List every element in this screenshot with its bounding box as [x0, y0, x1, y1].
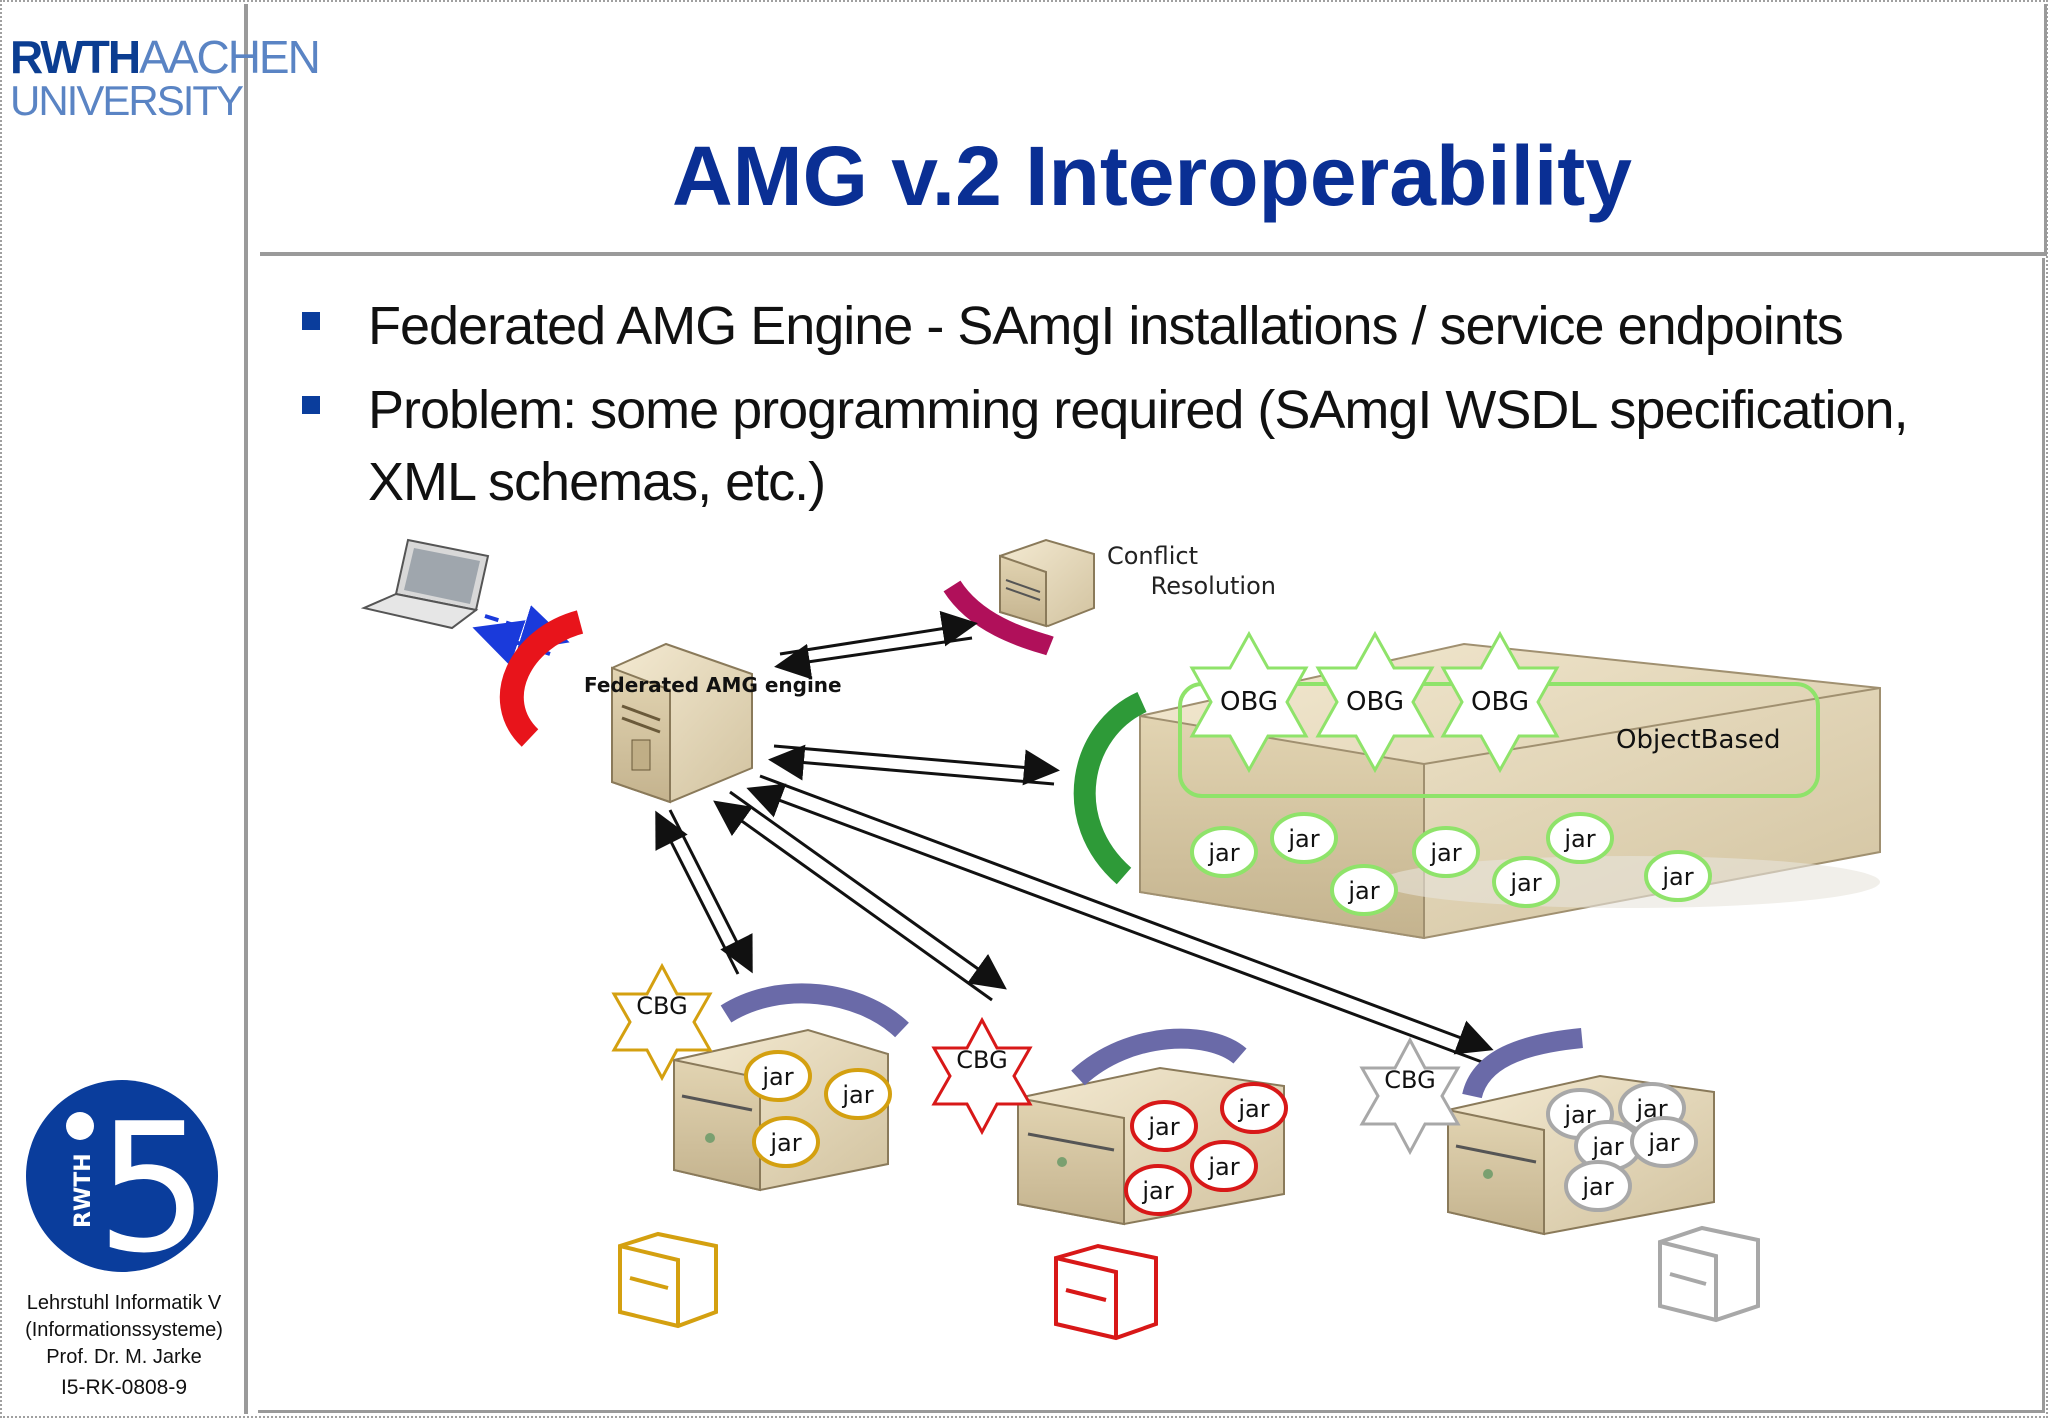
svg-text:5: 5 — [96, 1085, 209, 1274]
engine-objectbased-arrows — [768, 744, 1060, 786]
chair-line: (Informationssysteme) — [25, 1319, 223, 1341]
database-server-red-icon — [1054, 1243, 1158, 1341]
svg-text:jar: jar — [1429, 839, 1461, 867]
cbg-star-gold-icon: CBG — [611, 962, 713, 1082]
objectbased-label: ObjectBased — [1616, 725, 1781, 755]
jar-badge: jar — [1270, 812, 1338, 864]
engine-cbg-arrows — [655, 774, 1494, 1064]
cbg-label: CBG — [956, 1046, 1007, 1074]
jar-badge: jar — [1330, 864, 1398, 916]
svg-text:jar: jar — [841, 1081, 873, 1109]
i5-logo: RWTH 5 — [26, 1080, 218, 1274]
chair-line: Prof. Dr. M. Jarke — [46, 1346, 202, 1368]
cbg-interface-arc — [1071, 1028, 1247, 1086]
svg-text:jar: jar — [1591, 1133, 1623, 1161]
jar-badge: jar — [1190, 1140, 1258, 1192]
svg-text:jar: jar — [769, 1129, 801, 1157]
svg-text:jar: jar — [1147, 1113, 1179, 1141]
database-server-gold-icon — [618, 1231, 718, 1329]
svg-text:jar: jar — [1647, 1129, 1679, 1157]
jar-badge: jar — [1564, 1160, 1632, 1212]
jar-badge: jar — [1546, 812, 1614, 864]
rwth-aachen-logo: RWTHAACHEN UNIVERSITY — [10, 31, 321, 124]
cbg-server-gold-icon — [673, 1028, 889, 1192]
svg-text:RWTH: RWTH — [71, 1153, 96, 1228]
obg-star-icon: OBG — [1189, 630, 1309, 774]
obg-label: OBG — [1220, 687, 1278, 717]
cbg-label: CBG — [1384, 1066, 1435, 1094]
bullet-square-icon — [302, 396, 320, 414]
obg-label: OBG — [1471, 687, 1529, 717]
laptop-icon — [360, 538, 490, 630]
obg-star-icon: OBG — [1440, 630, 1560, 774]
federated-engine-server-icon — [611, 642, 753, 804]
svg-text:jar: jar — [1237, 1095, 1269, 1123]
jar-badge: jar — [752, 1116, 820, 1168]
obg-star-icon: OBG — [1315, 630, 1435, 774]
svg-text:jar: jar — [1581, 1173, 1613, 1201]
bullet-item: Problem: some programming required (SAmg… — [298, 374, 2018, 518]
slide-code: I5-RK-0808-9 — [60, 1376, 188, 1399]
jar-badge: jar — [1630, 1116, 1698, 1168]
jar-badge: jar — [1220, 1082, 1288, 1134]
architecture-diagram: Federated AMG engine Conflict Resolution… — [360, 538, 1881, 1341]
bullet-list: Federated AMG Engine - SAmgI installatio… — [298, 290, 2018, 530]
title-bar — [260, 4, 2047, 256]
jar-badge: jar — [1190, 826, 1258, 878]
slide-title: AMG v.2 Interoperability — [672, 129, 1632, 223]
jar-badge: jar — [1412, 826, 1480, 878]
svg-text:jar: jar — [1207, 839, 1239, 867]
svg-text:jar: jar — [1287, 825, 1319, 853]
jar-badge: jar — [1492, 856, 1560, 908]
engine-interface-arc — [499, 610, 584, 747]
engine-label: Federated AMG engine — [584, 673, 842, 697]
bullet-item: Federated AMG Engine - SAmgI installatio… — [298, 290, 2018, 362]
cbg-star-gray-icon: CBG — [1359, 1036, 1461, 1156]
bullet-square-icon — [302, 312, 320, 330]
cbg-interface-arc — [720, 983, 909, 1038]
cbg-interface-arc — [1462, 1028, 1583, 1099]
conflict-label-2: Resolution — [1151, 572, 1276, 600]
cbg-label: CBG — [636, 992, 687, 1020]
chair-info: Lehrstuhl Informatik V (Informationssyst… — [4, 1290, 244, 1371]
jar-badge: jar — [744, 1050, 812, 1102]
cbg-star-red-icon: CBG — [931, 1016, 1033, 1136]
engine-conflict-arrows — [774, 610, 978, 680]
svg-text:jar: jar — [1141, 1177, 1173, 1205]
svg-text:jar: jar — [1563, 825, 1595, 853]
jar-badge: jar — [824, 1068, 892, 1120]
jar-badge: jar — [1130, 1100, 1198, 1152]
jar-badge: jar — [1124, 1164, 1192, 1216]
obg-label: OBG — [1346, 687, 1404, 717]
jar-badge: jar — [1644, 850, 1712, 902]
svg-text:jar: jar — [1661, 863, 1693, 891]
conflict-label-1: Conflict — [1107, 542, 1198, 570]
chair-line: Lehrstuhl Informatik V — [26, 1292, 222, 1314]
database-server-gray-icon — [1658, 1225, 1760, 1323]
conflict-interface-arc — [943, 580, 1054, 656]
svg-text:jar: jar — [1347, 877, 1379, 905]
content-area — [258, 258, 2045, 1413]
svg-text:jar: jar — [1509, 869, 1541, 897]
sidebar: RWTHAACHEN UNIVERSITY — [4, 4, 321, 1414]
svg-text:jar: jar — [761, 1063, 793, 1091]
objectbased-interface-arc — [1073, 691, 1148, 885]
svg-text:jar: jar — [1207, 1153, 1239, 1181]
conflict-resolution-server-icon — [999, 538, 1095, 628]
